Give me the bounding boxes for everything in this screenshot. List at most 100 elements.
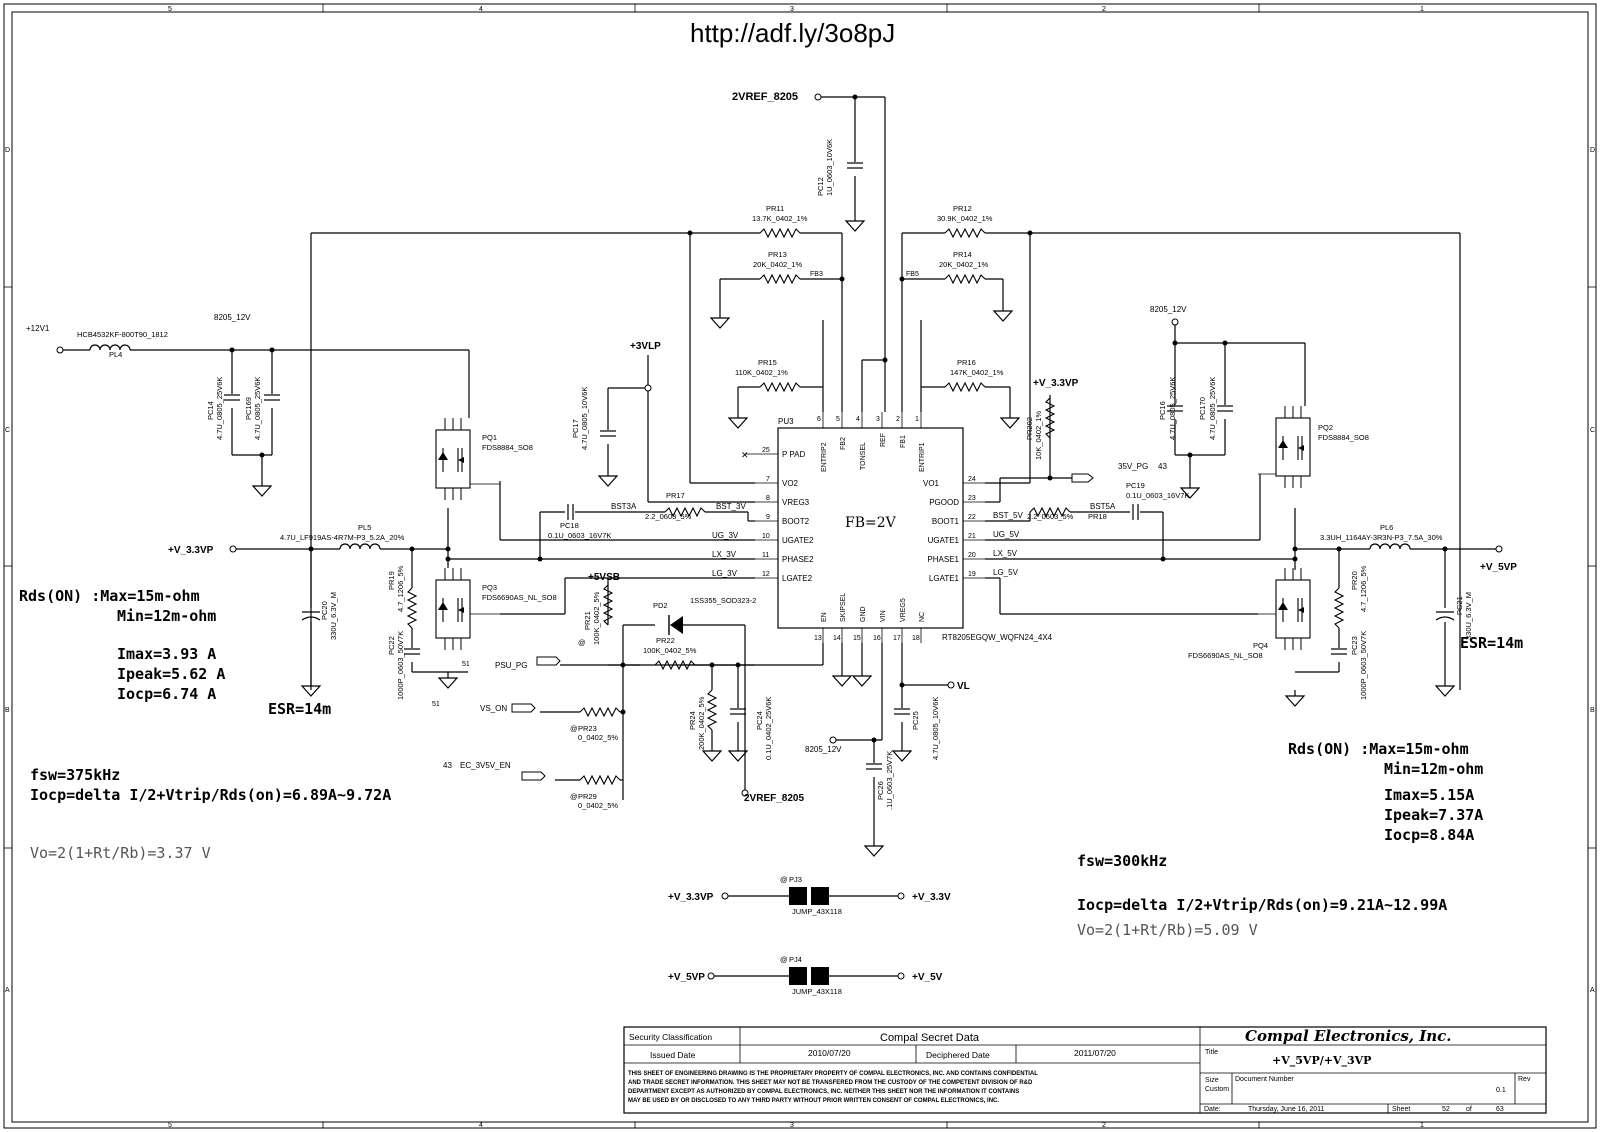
- pin-fb1: FB1: [900, 435, 907, 448]
- pq1-value: FDS8884_SO8: [482, 443, 533, 452]
- pc19-ref: PC19: [1126, 481, 1145, 490]
- pin-fb2: FB2: [840, 437, 847, 450]
- pr12-ref: PR12: [953, 204, 972, 213]
- right-ipeak: Ipeak=7.37A: [1384, 806, 1483, 824]
- pr14-value: 20K_0402_1%: [939, 260, 989, 269]
- disclaimer-line-4: MAY BE USED BY OR DISCLOSED TO ANY THIRD…: [628, 1098, 999, 1104]
- pin-num-24: 24: [968, 476, 976, 483]
- pin-num-20: 20: [968, 552, 976, 559]
- pin-vin: VIN: [880, 610, 887, 622]
- net-8205-right: 8205_12V: [1150, 305, 1187, 314]
- issued-label: Issued Date: [650, 1050, 696, 1060]
- zone-letter-a-r: A: [1590, 987, 1595, 994]
- pr29-value: 0_0402_5%: [578, 801, 618, 810]
- pu3-center-label: FB=2V: [845, 515, 897, 531]
- pd2-diode: [668, 615, 683, 635]
- pc25-value: 4.7U_0805_10V6K: [931, 697, 940, 760]
- pin-entrip2: ENTRIP2: [821, 442, 828, 472]
- pin-num-8: 8: [766, 495, 770, 502]
- zone-letter-b: B: [5, 707, 10, 714]
- pr24-value: 200K_0402_5%: [697, 696, 706, 750]
- rev-value: 0.1: [1496, 1087, 1506, 1094]
- pc12-value: 1U_0603_10V6K: [825, 139, 834, 196]
- pin-num-21: 21: [968, 533, 976, 540]
- pj3-left-net: +V_3.3VP: [668, 892, 714, 903]
- pin-nc: NC: [919, 612, 926, 622]
- zone-number-1b: 1: [1420, 1122, 1424, 1129]
- pr16-ref: PR16: [957, 358, 976, 367]
- pr12-value: 30.9K_0402_1%: [937, 214, 993, 223]
- pc16-value: 4.7U_0805_25V6K: [1168, 377, 1177, 440]
- net-51a: 51: [462, 661, 470, 668]
- pin-num-7: 7: [766, 476, 770, 483]
- pin-num-19: 19: [968, 571, 976, 578]
- net-2vref-bottom: 2VREF_8205: [744, 793, 804, 804]
- pc19-value: 0.1U_0603_16V7K: [1126, 491, 1189, 500]
- pc23-value: 1000P_0603_50V7K: [1359, 631, 1368, 700]
- pl6-value: 3.3UH_1164AY-3R3N-P3_7.5A_30%: [1320, 533, 1443, 542]
- pj3-right-net: +V_3.3V: [912, 892, 951, 903]
- pc21-value: 330U_6.3V_M: [1464, 592, 1473, 640]
- pin-num-18: 18: [912, 635, 920, 642]
- zone-number-2: 2: [1102, 6, 1106, 13]
- pin-skipsel: SKIPSEL: [840, 593, 847, 622]
- pin-vo2: VO2: [782, 479, 799, 488]
- pj3-ref: PJ3: [789, 875, 802, 884]
- pin-num-17: 17: [893, 635, 901, 642]
- right-esr: ESR=14m: [1460, 634, 1523, 652]
- pj3-jumper: [789, 887, 829, 905]
- pc14-ref: PC14: [206, 401, 215, 420]
- net-vl: VL: [957, 681, 970, 692]
- title-block: [623, 1026, 1547, 1114]
- pr22-value: 100K_0402_5%: [643, 646, 697, 655]
- pin-num-11: 11: [762, 552, 769, 559]
- pc26-ref: PC26: [876, 781, 885, 800]
- pr14-ref: PR14: [953, 250, 972, 259]
- net-33vp-res: +V_3.3VP: [1033, 378, 1079, 389]
- pin-entrip1: ENTRIP1: [919, 442, 926, 472]
- pin-lgate2: LGATE2: [782, 574, 813, 583]
- pc18-value: 0.1U_0603_16V7K: [548, 531, 611, 540]
- pj4-left-net: +V_5VP: [668, 972, 705, 983]
- pj3-value: JUMP_43X118: [792, 907, 842, 916]
- net-ec-en-num: 43: [443, 761, 452, 770]
- pj4-tag: @: [780, 955, 788, 964]
- size-value: Custom: [1205, 1086, 1229, 1093]
- pin-phase1: PHASE1: [927, 555, 959, 564]
- net-fb3: FB3: [810, 271, 823, 278]
- net-bst5: BST_5V: [993, 511, 1023, 520]
- pr18-ref: PR18: [1088, 512, 1107, 521]
- left-rds-min: Min=12m-ohm: [117, 607, 216, 625]
- pin-num-14: 14: [833, 635, 841, 642]
- rev-label: Rev: [1518, 1076, 1531, 1083]
- pin-gnd: GND: [860, 606, 867, 622]
- pl5-value: 4.7U_LF919AS-4R7M-P3_5.2A_20%: [280, 533, 405, 542]
- net-5vsb: +5VSB: [588, 572, 620, 583]
- right-imax: Imax=5.15A: [1384, 786, 1474, 804]
- pin-num-10: 10: [762, 533, 770, 540]
- pin-num-13: 13: [814, 635, 822, 642]
- zone-number-4b: 4: [479, 1122, 483, 1129]
- pc21-ref: PC21: [1455, 596, 1464, 615]
- pc23-ref: PC23: [1350, 636, 1359, 655]
- left-iocp-formula: Iocp=delta I/2+Vtrip/Rds(on)=6.89A~9.72A: [30, 786, 391, 804]
- net-bst3v: BST_3V: [716, 502, 746, 511]
- pc20-value: 330U_6.3V_M: [329, 592, 338, 640]
- net-8205-bottom: 8205_12V: [805, 745, 842, 754]
- pc12-ref: PC12: [816, 177, 825, 196]
- docnum-label: Document Number: [1235, 1076, 1294, 1083]
- disclaimer-line-2: AND TRADE SECRET INFORMATION. THIS SHEET…: [628, 1080, 1033, 1086]
- net-51b: 51: [432, 701, 440, 708]
- pc170-value: 4.7U_0805_25V6K: [1208, 377, 1217, 440]
- pin-vo1: VO1: [923, 479, 940, 488]
- net-lx5: LX_5V: [993, 549, 1018, 558]
- sheet-value: 52: [1442, 1106, 1450, 1113]
- zone-ticks: [4, 4, 1596, 1128]
- title-label: Title: [1205, 1049, 1218, 1056]
- pin-num-4: 4: [856, 416, 860, 423]
- zone-number-3b: 3: [790, 1122, 794, 1129]
- sheet-inner-border: [11, 11, 1589, 1123]
- pr21-tag: @: [578, 638, 586, 647]
- pin-num-5: 5: [836, 416, 840, 423]
- ec-en-port: [521, 771, 546, 781]
